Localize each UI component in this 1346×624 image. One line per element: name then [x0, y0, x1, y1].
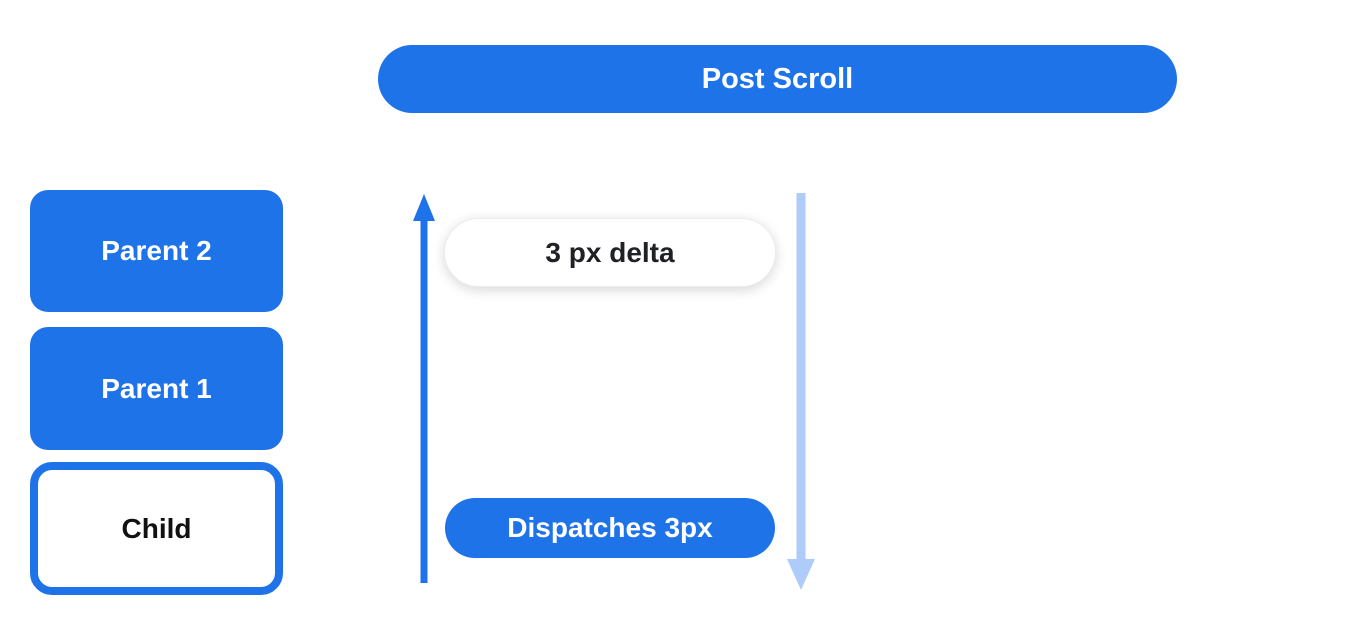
node-parent-1: Parent 1 — [30, 327, 283, 450]
node-child-label: Child — [121, 512, 192, 544]
node-child: Child — [30, 462, 283, 595]
delta-pill: 3 px delta — [444, 218, 776, 287]
post-scroll-title-label: Post Scroll — [701, 62, 854, 95]
arrow-down-icon — [787, 193, 815, 590]
node-parent-2: Parent 2 — [30, 190, 283, 312]
node-parent-2-label: Parent 2 — [101, 235, 212, 266]
dispatches-pill: Dispatches 3px — [445, 498, 775, 558]
dispatches-pill-label: Dispatches 3px — [507, 512, 713, 543]
node-parent-1-label: Parent 1 — [101, 372, 212, 404]
arrow-up-icon — [413, 194, 435, 583]
delta-pill-label: 3 px delta — [545, 236, 675, 268]
post-scroll-title-pill: Post Scroll — [378, 45, 1177, 113]
